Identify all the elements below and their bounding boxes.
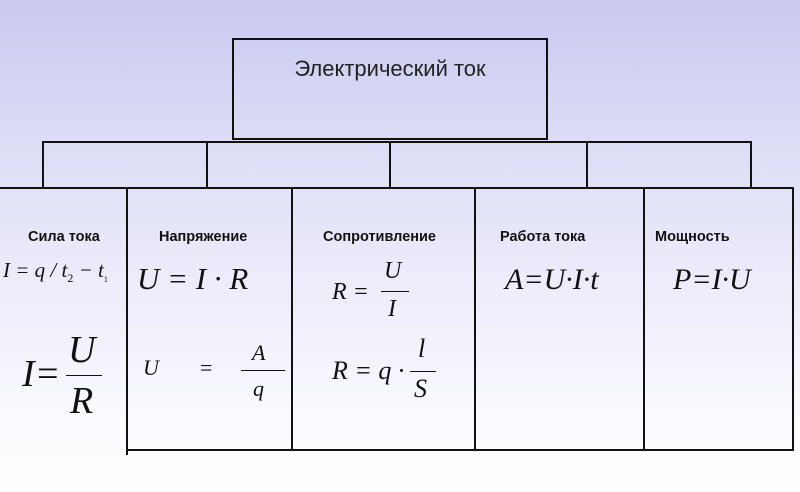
connector-drop-3: [389, 141, 391, 187]
formula-ohm-current-lhs: I=: [22, 353, 61, 395]
formula-voltage-work-lhs: U: [143, 355, 159, 380]
fraction-bar: [241, 370, 285, 371]
fraction-denominator: q: [253, 376, 264, 401]
column-divider-1: [126, 187, 128, 455]
fraction-denominator: R: [70, 380, 94, 422]
fraction-numerator: A: [252, 340, 266, 365]
fraction-bar: [410, 371, 436, 372]
column-label-power: Мощность: [655, 229, 730, 245]
formula-voltage-work-equals: =: [200, 355, 213, 380]
column-label-work: Работа тока: [500, 229, 586, 245]
column-divider-4: [643, 187, 645, 449]
connector-bar: [42, 141, 752, 143]
fraction-denominator: S: [414, 374, 427, 403]
connector-drop-4: [586, 141, 588, 187]
formula-resistance-ohm-lhs: R =: [332, 279, 369, 305]
diagram-title: Электрический ток: [294, 56, 486, 81]
fraction-denominator: I: [388, 296, 396, 322]
fraction-numerator: U: [384, 258, 402, 284]
formula-voltage-ohm: U = I · R: [137, 261, 249, 296]
formula-voltage-work-fraction: A q: [241, 340, 285, 404]
column-label-voltage: Напряжение: [159, 229, 248, 245]
formula-resistance-material-lhs: R = q ·: [332, 356, 405, 385]
table-top-border: [0, 187, 792, 189]
column-label-current: Сила тока: [28, 229, 100, 245]
table-right-border: [792, 187, 794, 449]
connector-drop-2: [206, 141, 208, 187]
formula-ohm-current-fraction: U R: [66, 328, 102, 428]
column-label-resistance: Сопротивление: [323, 229, 436, 245]
formula-work: A=U·I·t: [505, 263, 599, 296]
connector-drop-1: [42, 141, 44, 187]
connector-drop-5: [750, 141, 752, 187]
formula-resistance-material-fraction: l S: [410, 334, 436, 406]
fraction-bar: [381, 291, 409, 292]
formula-resistance-ohm-fraction: U I: [381, 258, 409, 328]
title-box: [232, 38, 548, 140]
column-divider-3: [474, 187, 476, 449]
column-divider-2: [291, 187, 293, 449]
fraction-bar: [66, 375, 102, 376]
fraction-numerator: U: [68, 329, 96, 371]
fraction-numerator: l: [418, 334, 426, 363]
table-bottom-border: [126, 449, 794, 451]
formula-current-time: I = q / t2 − t1: [3, 258, 108, 286]
formula-power: P=I·U: [673, 263, 751, 296]
